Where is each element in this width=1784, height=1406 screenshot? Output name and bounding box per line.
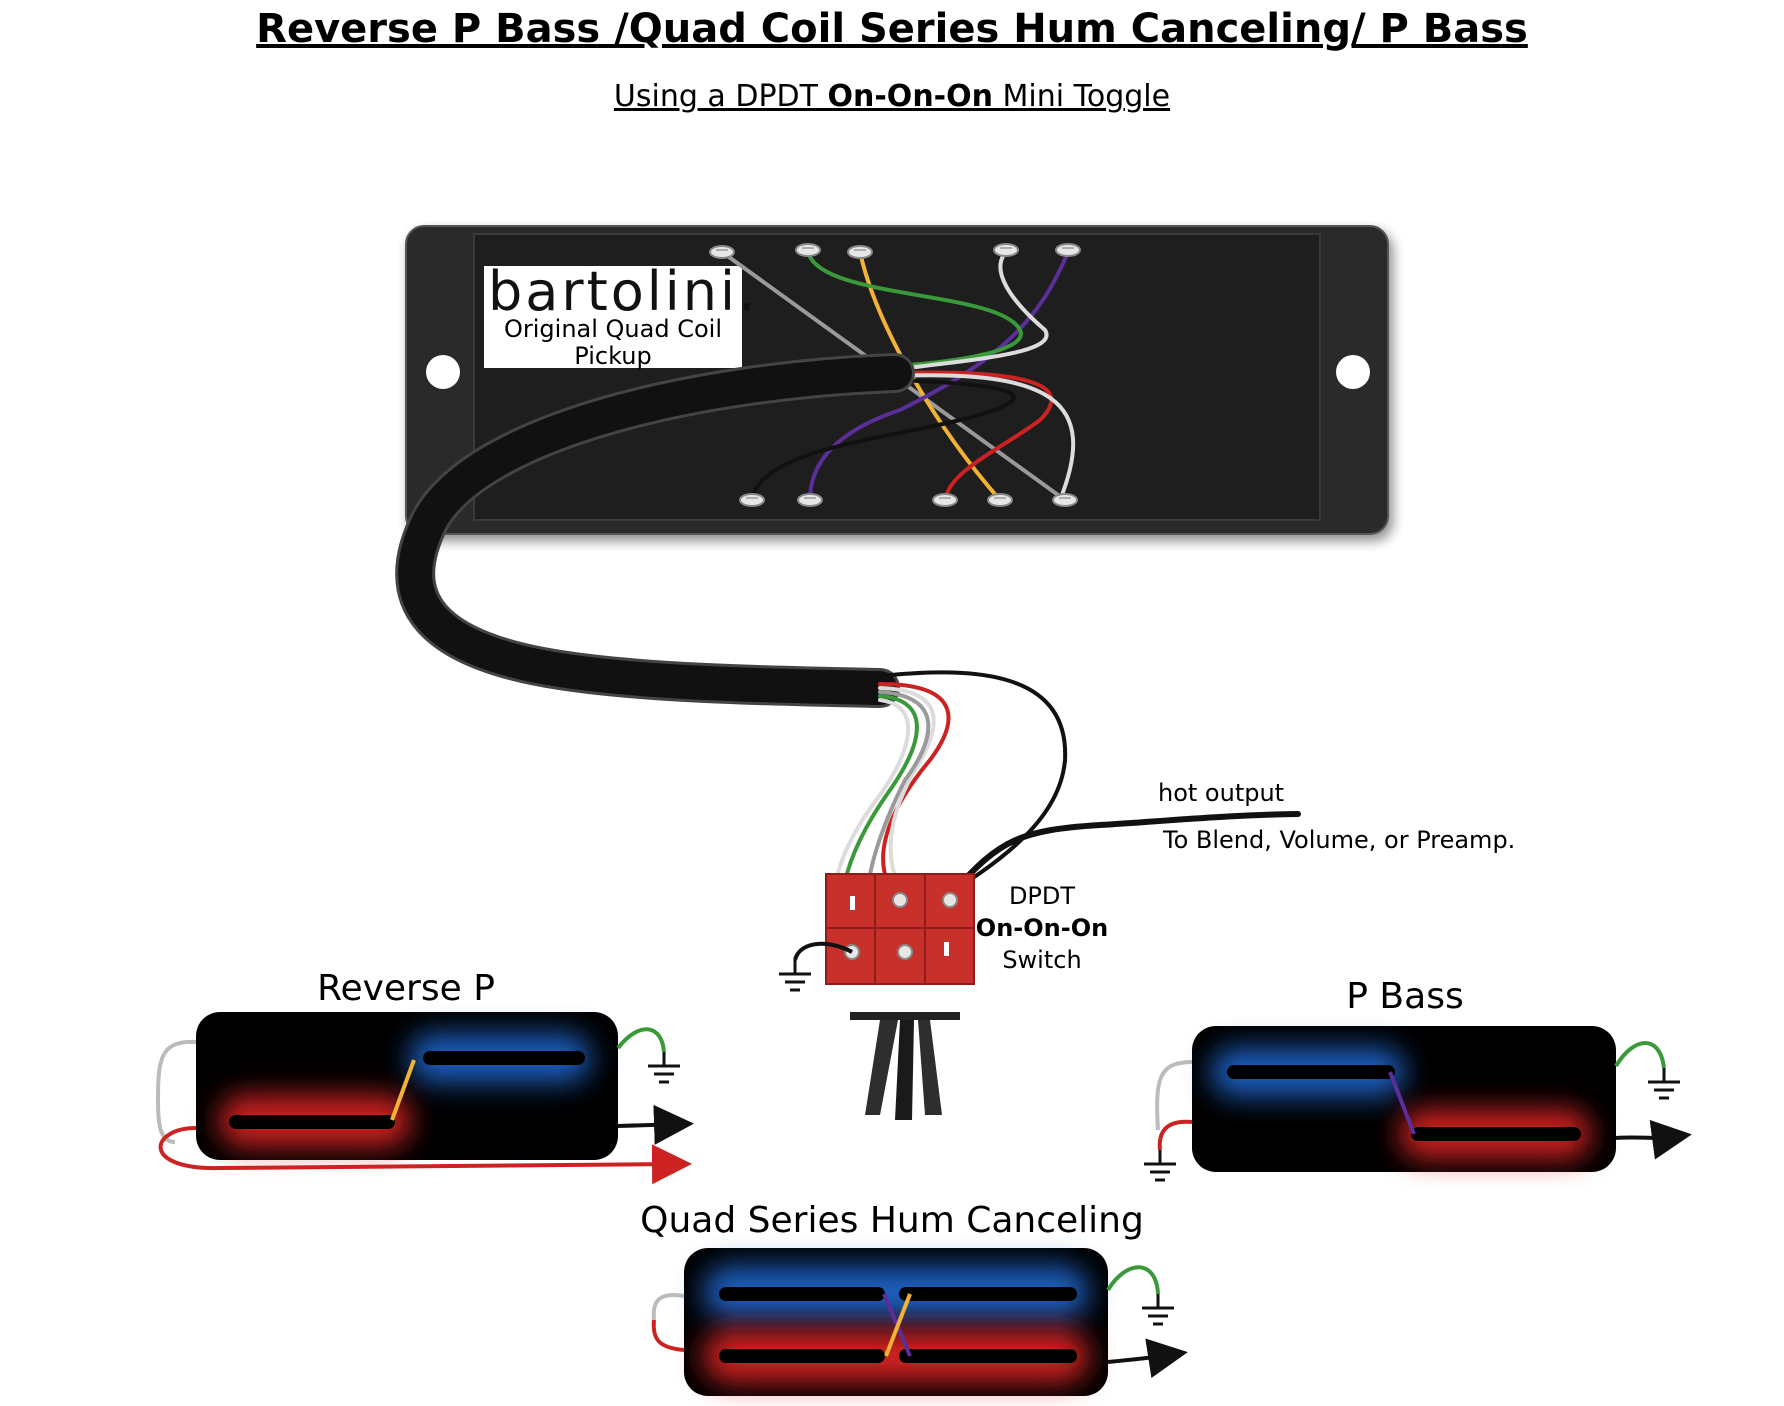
wire-black-output [878,670,1068,892]
cable-jacket [398,356,912,705]
terminal-bottom-5 [1052,493,1078,507]
wire-purple [808,250,1070,502]
wire-white-lower [893,373,1076,502]
wire-white-internal [893,250,1049,372]
subtitle-suffix: Mini Toggle [993,79,1170,114]
p-bass-white-lead [1155,1060,1193,1131]
bartolini-logo: bartolini. [488,260,758,323]
quad-series-ground-icon [1140,1292,1176,1326]
wire-red-internal [893,370,1054,502]
terminal-top-2 [795,243,821,257]
terminal-bottom-2 [797,493,823,507]
p-bass-red-lead [1157,1119,1193,1151]
hot-output: hot output To Blend, Volume, or Preamp. [952,779,1515,893]
quad-series-red-lead [651,1319,685,1352]
pickup-label-line2: Pickup [574,342,651,370]
switch-lug-bm [897,944,913,960]
toggle-lever [850,1012,960,1120]
reverse-p-green-lead [616,1027,666,1053]
switch-label-line1: DPDT [1009,882,1075,910]
reverse-p-heading: Reverse P [317,968,495,1009]
page-title: Reverse P Bass /Quad Coil Series Hum Can… [256,6,1528,52]
quad-series-black-lead [1107,1338,1188,1379]
hot-output-wire [952,811,1301,893]
hot-output-label: hot output [1158,779,1284,807]
reverse-p-black-lead [617,1104,694,1145]
switch-lug-br [944,942,949,956]
p-bass-green-lead [1614,1041,1666,1069]
p-bass-ground-icon-left [1142,1148,1178,1182]
switch-lug-tm [892,892,908,908]
pickup-cable [395,353,915,708]
quad-series-heading: Quad Series Hum Canceling [640,1200,1144,1241]
terminal-bottom-1 [739,493,765,507]
p-bass-heading: P Bass [1346,976,1463,1017]
switch-ground-wire [793,941,853,961]
quad-series-red-glow [704,1330,1088,1382]
switch-lug-tl [850,896,855,910]
bartolini-label: bartolini. Original Quad Coil Pickup [484,260,758,370]
quad-series-blue-glow [704,1266,1088,1318]
wire-black-internal [750,378,1016,502]
mode-quad-series: Quad Series Hum Canceling [640,1200,1188,1396]
switch-lug-tr [942,892,958,908]
page-subtitle: Using a DPDT On-On-On Mini Toggle [614,79,1170,114]
mode-reverse-p: Reverse P [155,968,694,1185]
subtitle-emphasis: On-On-On [828,79,993,114]
terminal-top-3 [847,245,873,259]
quad-series-yellow-jumper [884,1293,912,1357]
mounting-hole-left [426,355,460,389]
p-bass-ground-icon-right [1646,1066,1682,1100]
wire-green-internal [806,250,1023,368]
terminal-top-4 [993,243,1019,257]
output-destination-label: To Blend, Volume, or Preamp. [1162,826,1515,854]
reverse-p-ground-icon [646,1050,682,1084]
p-bass-purple-jumper [1388,1071,1416,1135]
reverse-p-red-lead [158,1126,692,1185]
terminal-top-1 [709,245,735,259]
quad-series-white-lead [651,1293,685,1321]
quad-series-green-lead [1106,1265,1160,1295]
switch-label-line3: Switch [1002,946,1081,974]
terminal-top-5 [1055,243,1081,257]
mode-p-bass: P Bass [1142,976,1692,1182]
reverse-p-yellow-jumper [390,1059,416,1121]
switch-ground-icon [777,958,813,992]
terminal-bottom-4 [987,493,1013,507]
p-bass-black-lead [1615,1119,1692,1160]
terminal-bottom-3 [932,493,958,507]
dpdt-switch: DPDT On-On-On Switch [777,873,1108,1120]
switch-label-line2: On-On-On [976,914,1108,942]
pickup-label-line1: Original Quad Coil [504,315,722,343]
wire-red-to-switch [878,682,951,902]
subtitle-prefix: Using a DPDT [614,79,828,114]
mounting-hole-right [1336,355,1370,389]
